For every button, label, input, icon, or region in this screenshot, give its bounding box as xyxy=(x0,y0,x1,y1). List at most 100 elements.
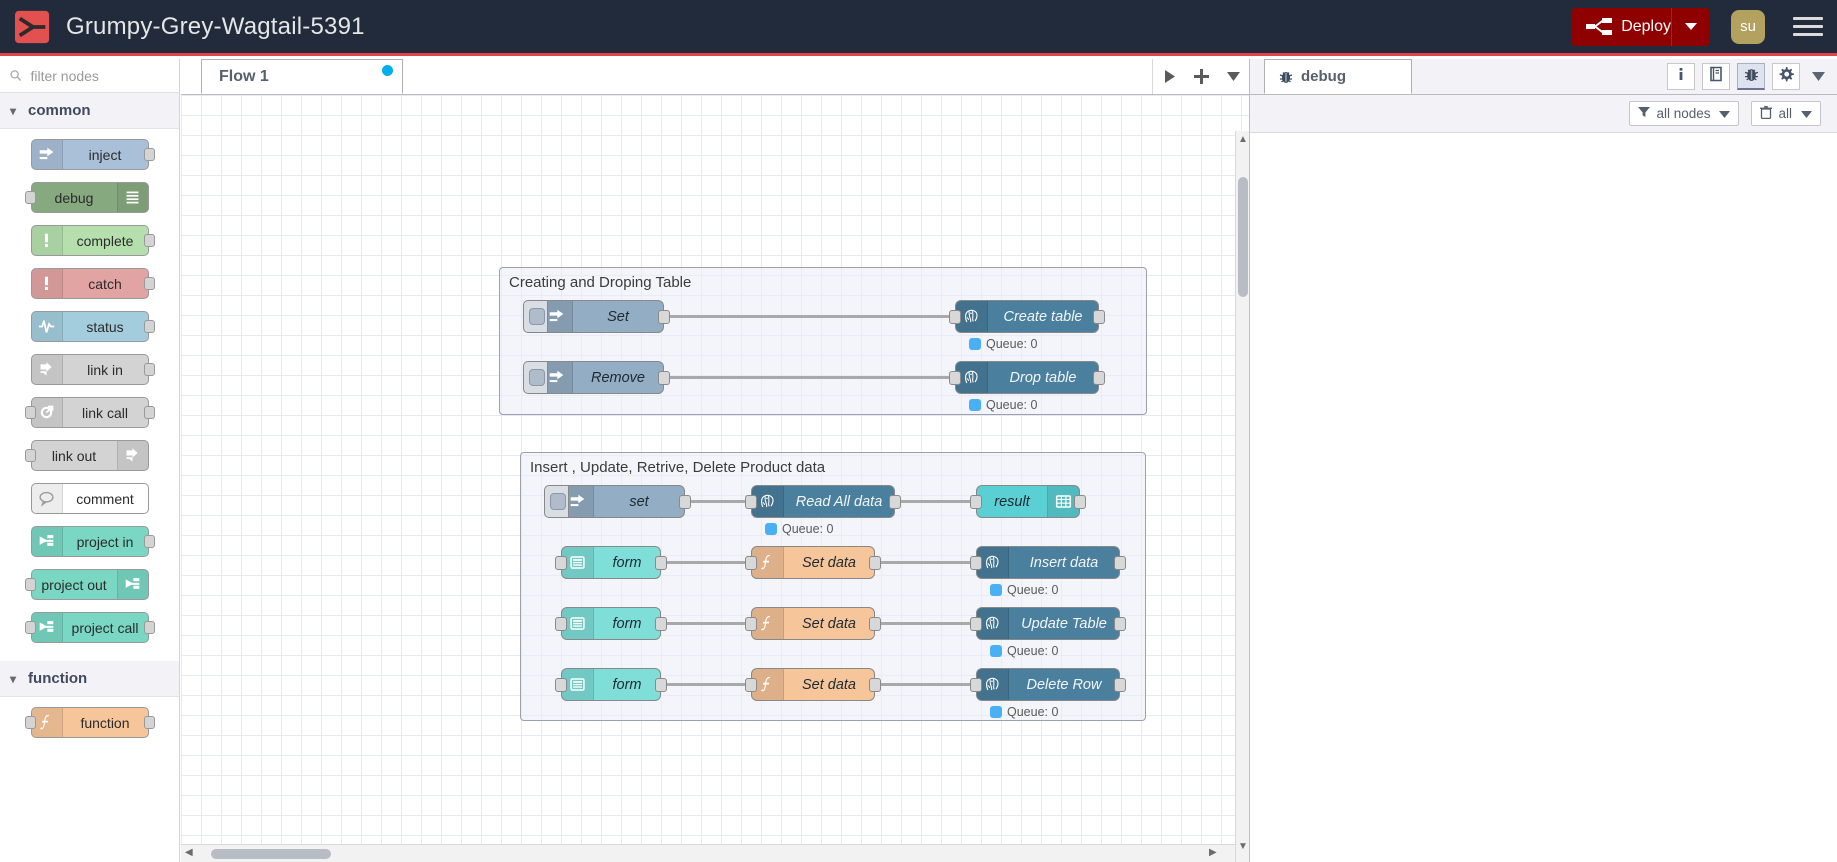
scroll-up-icon[interactable]: ▲ xyxy=(1238,134,1248,145)
tab-debug[interactable]: debug xyxy=(1264,59,1412,94)
flow-wire[interactable] xyxy=(661,683,751,686)
deploy-button[interactable]: Deploy xyxy=(1572,7,1709,46)
flow-menu-button[interactable] xyxy=(1217,59,1249,94)
flow-wire[interactable] xyxy=(685,500,751,503)
node-output-port[interactable] xyxy=(869,617,881,631)
node-output-port[interactable] xyxy=(869,556,881,570)
vertical-scroll-thumb[interactable] xyxy=(1238,177,1248,297)
inject-trigger-button[interactable] xyxy=(523,361,548,394)
node-output-port[interactable] xyxy=(889,495,901,509)
node-input-port[interactable] xyxy=(745,678,757,692)
flow-wire[interactable] xyxy=(895,500,976,503)
flow-node-form[interactable]: form xyxy=(555,607,667,640)
node-output-port[interactable] xyxy=(1114,678,1126,692)
node-output-port[interactable] xyxy=(658,310,670,324)
node-input-port[interactable] xyxy=(24,716,36,729)
node-output-port[interactable] xyxy=(143,363,155,376)
node-output-port[interactable] xyxy=(1114,556,1126,570)
node-output-port[interactable] xyxy=(143,716,155,729)
node-input-port[interactable] xyxy=(555,617,567,631)
node-output-port[interactable] xyxy=(143,406,155,419)
inject-trigger-button[interactable] xyxy=(544,485,569,518)
flow-node-create-table[interactable]: Create table xyxy=(949,300,1105,333)
debug-filter-all-nodes[interactable]: all nodes xyxy=(1629,101,1740,126)
palette-node-comment[interactable]: comment xyxy=(30,483,149,514)
palette-node-project-call[interactable]: project call xyxy=(24,612,155,643)
node-input-port[interactable] xyxy=(745,617,757,631)
palette-node-link-in[interactable]: link in xyxy=(30,354,155,385)
debug-tab-button[interactable] xyxy=(1737,63,1765,90)
node-input-port[interactable] xyxy=(745,495,757,509)
node-output-port[interactable] xyxy=(143,320,155,333)
flow-node-form[interactable]: form xyxy=(555,546,667,579)
scroll-right-icon[interactable]: ▶ xyxy=(1209,847,1217,858)
config-tab-button[interactable] xyxy=(1772,63,1800,90)
node-output-port[interactable] xyxy=(143,621,155,634)
node-output-port[interactable] xyxy=(655,678,667,692)
node-output-port[interactable] xyxy=(1114,617,1126,631)
palette-node-status[interactable]: status xyxy=(30,311,155,342)
inject-trigger-button[interactable] xyxy=(523,300,548,333)
palette-node-project-in[interactable]: project in xyxy=(30,526,155,557)
debug-filter-all[interactable]: all xyxy=(1751,101,1821,126)
node-output-port[interactable] xyxy=(143,148,155,161)
palette-node-debug[interactable]: debug xyxy=(24,182,149,213)
canvas-horizontal-scrollbar[interactable]: ◀ ▶ xyxy=(181,844,1235,862)
node-input-port[interactable] xyxy=(24,621,36,634)
node-output-port[interactable] xyxy=(679,495,691,509)
node-input-port[interactable] xyxy=(970,617,982,631)
flow-node-set[interactable]: set xyxy=(544,485,691,518)
flow-node-set-data[interactable]: Set data xyxy=(745,607,881,640)
help-tab-button[interactable] xyxy=(1702,63,1730,90)
flow-wire[interactable] xyxy=(875,622,976,625)
node-input-port[interactable] xyxy=(24,191,36,204)
run-flow-button[interactable] xyxy=(1153,59,1185,94)
node-input-port[interactable] xyxy=(24,406,36,419)
flow-wire[interactable] xyxy=(875,561,976,564)
node-output-port[interactable] xyxy=(655,617,667,631)
flow-node-delete-row[interactable]: Delete Row xyxy=(970,668,1126,701)
palette-category-common[interactable]: ▾common xyxy=(0,93,179,129)
node-input-port[interactable] xyxy=(745,556,757,570)
debug-message-list[interactable] xyxy=(1250,133,1837,862)
tab-flow-1[interactable]: Flow 1 xyxy=(201,59,403,94)
node-output-port[interactable] xyxy=(143,277,155,290)
scroll-down-icon[interactable]: ▼ xyxy=(1238,841,1248,852)
palette-node-link-call[interactable]: link call xyxy=(24,397,155,428)
node-output-port[interactable] xyxy=(655,556,667,570)
flow-node-set-data[interactable]: Set data xyxy=(745,546,881,579)
node-input-port[interactable] xyxy=(970,495,982,509)
node-input-port[interactable] xyxy=(24,578,36,591)
hamburger-menu-icon[interactable] xyxy=(1793,12,1823,41)
node-output-port[interactable] xyxy=(1093,310,1105,324)
avatar[interactable]: su xyxy=(1731,9,1765,44)
node-output-port[interactable] xyxy=(143,535,155,548)
sidebar-menu-button[interactable] xyxy=(1807,63,1829,90)
palette-node-link-out[interactable]: link out xyxy=(24,440,149,471)
node-input-port[interactable] xyxy=(555,678,567,692)
node-input-port[interactable] xyxy=(555,556,567,570)
deploy-dropdown-button[interactable] xyxy=(1671,7,1709,46)
palette-node-catch[interactable]: catch xyxy=(30,268,155,299)
flow-group[interactable]: Insert , Update, Retrive, Delete Product… xyxy=(520,452,1146,721)
add-flow-button[interactable] xyxy=(1185,59,1217,94)
palette-node-function[interactable]: function xyxy=(24,707,155,738)
palette-category-function[interactable]: ▾function xyxy=(0,661,179,697)
canvas-vertical-scrollbar[interactable]: ▲ ▼ xyxy=(1235,131,1249,862)
node-output-port[interactable] xyxy=(658,371,670,385)
search-input[interactable] xyxy=(28,66,169,85)
flow-node-drop-table[interactable]: Drop table xyxy=(949,361,1105,394)
info-tab-button[interactable] xyxy=(1667,63,1695,90)
flow-wire[interactable] xyxy=(875,683,976,686)
node-input-port[interactable] xyxy=(970,556,982,570)
flow-node-insert-data[interactable]: Insert data xyxy=(970,546,1126,579)
scroll-left-icon[interactable]: ◀ xyxy=(185,847,193,858)
node-output-port[interactable] xyxy=(143,234,155,247)
palette-node-project-out[interactable]: project out xyxy=(24,569,149,600)
flow-node-remove[interactable]: Remove xyxy=(523,361,670,394)
palette-node-complete[interactable]: complete xyxy=(30,225,155,256)
flow-wire[interactable] xyxy=(661,622,751,625)
palette-search[interactable] xyxy=(0,59,179,93)
flow-node-set[interactable]: Set xyxy=(523,300,670,333)
